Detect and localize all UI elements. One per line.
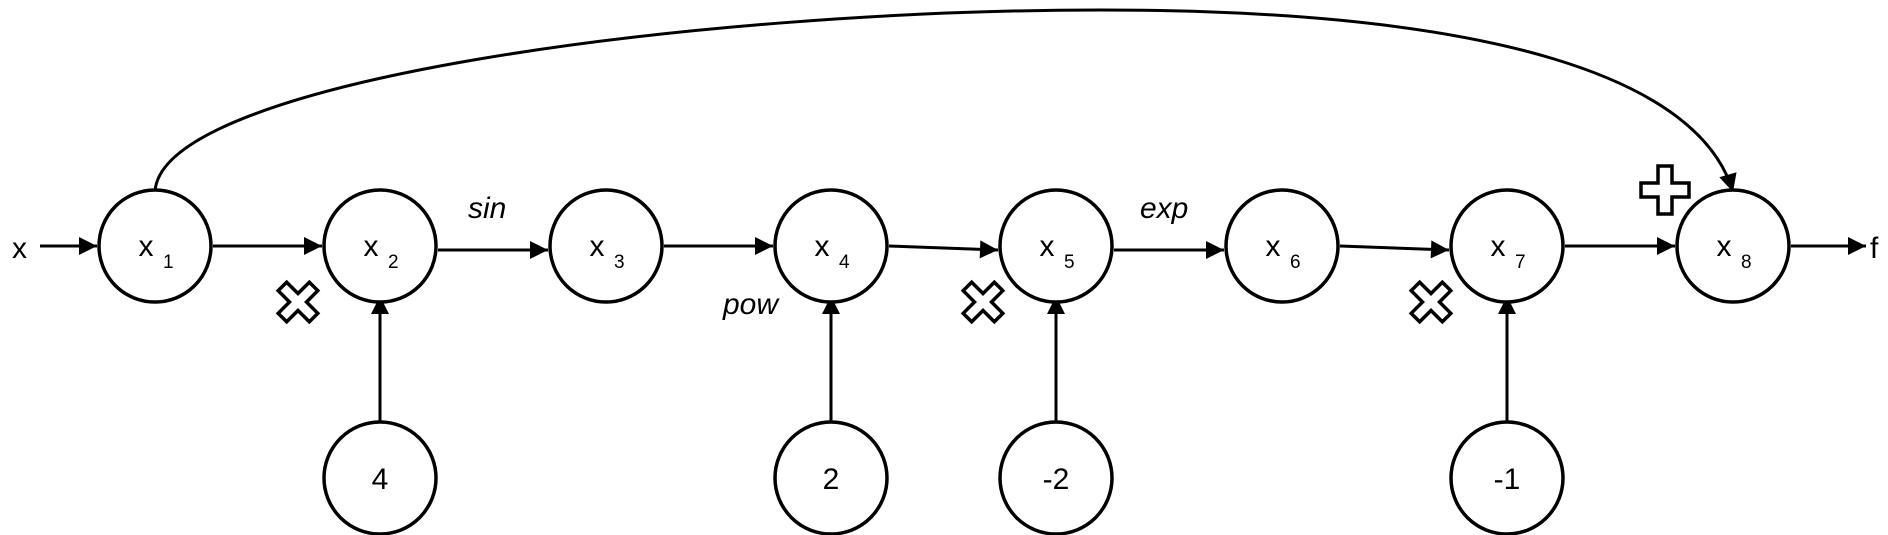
node-const-4-label: 4	[372, 463, 389, 496]
node-const-minus-1-label: -1	[1494, 463, 1521, 496]
node-x1-label: x	[139, 230, 154, 263]
node-x3-subscript: 3	[614, 252, 625, 273]
node-x2: x 2	[322, 188, 438, 304]
edge-x4-x5	[888, 240, 999, 259]
input-label: x	[12, 232, 27, 265]
node-x5: x 5	[998, 188, 1114, 304]
node-x4: x 4	[773, 188, 889, 304]
node-x2-label: x	[364, 230, 379, 263]
node-x1: x 1	[97, 188, 213, 304]
output-label: f	[1870, 232, 1879, 265]
node-x6: x 6	[1224, 188, 1340, 304]
node-x3-label: x	[590, 230, 605, 263]
node-x1-subscript: 1	[163, 252, 174, 273]
node-const-2-label: 2	[823, 463, 840, 496]
node-x6-subscript: 6	[1290, 252, 1301, 273]
node-x8: x 8	[1675, 188, 1791, 304]
op-label-sin: sin	[468, 192, 506, 225]
node-const-2: 2	[773, 420, 889, 535]
node-x8-subscript: 8	[1741, 252, 1752, 273]
node-x2-subscript: 2	[388, 252, 399, 273]
node-x4-subscript: 4	[839, 252, 850, 273]
node-x5-label: x	[1040, 230, 1055, 263]
node-x3: x 3	[548, 188, 664, 304]
node-x5-subscript: 5	[1064, 252, 1075, 273]
node-x8-label: x	[1717, 230, 1732, 263]
node-x7: x 7	[1449, 188, 1565, 304]
multiply-icon	[275, 279, 321, 325]
node-x7-label: x	[1491, 230, 1506, 263]
op-label-pow: pow	[722, 288, 780, 321]
edge-x1-x8-curve	[153, 8, 1737, 193]
node-x7-subscript: 7	[1515, 252, 1526, 273]
node-const-minus-2: -2	[998, 420, 1114, 535]
op-label-exp: exp	[1140, 192, 1188, 225]
edges	[40, 8, 1866, 422]
multiply-icon	[1408, 279, 1454, 325]
node-const-minus-2-label: -2	[1043, 463, 1070, 496]
node-x4-label: x	[815, 230, 830, 263]
edge-x6-x7	[1339, 240, 1450, 259]
plus-icon	[1639, 164, 1691, 216]
node-x6-label: x	[1266, 230, 1281, 263]
multiply-icon	[960, 279, 1006, 325]
node-const-minus-1: -1	[1449, 420, 1565, 535]
node-const-4: 4	[322, 420, 438, 535]
